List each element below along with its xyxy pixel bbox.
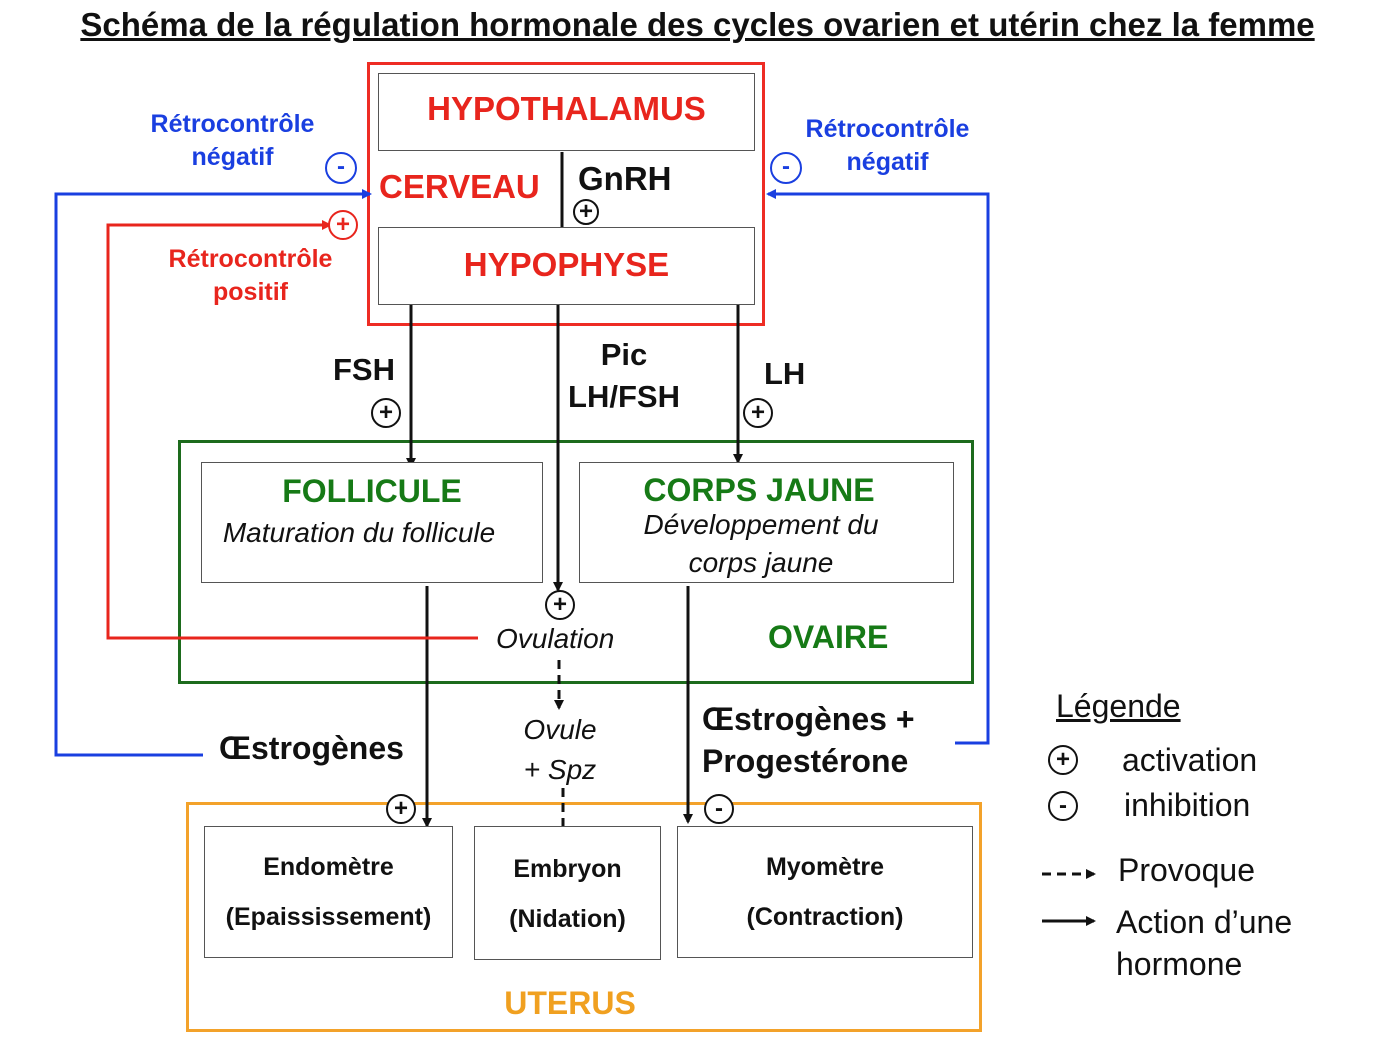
embryon-box [474, 826, 661, 960]
gnrh-plus-sign: + [573, 199, 599, 225]
legend-provoque: Provoque [1118, 852, 1255, 888]
uterus-frame [186, 802, 982, 1032]
fsh-label: FSH [333, 352, 395, 387]
follicule-box [201, 462, 543, 583]
hypothalamus-label: HYPOTHALAMUS [427, 90, 706, 127]
cerveau-label: CERVEAU [379, 168, 540, 205]
positive-feedback-line [106, 220, 478, 640]
hypothalamus-box [378, 73, 755, 151]
negative-feedback-left-label: Rétrocontrôle négatif [150, 110, 315, 171]
negative-feedback-left-minus-sign: - [325, 152, 357, 184]
fsh-plus-sign: + [371, 398, 401, 428]
positive-feedback-plus-sign: + [328, 210, 358, 240]
positive-feedback-label: Rétrocontrôle positif [168, 245, 333, 306]
negative-feedback-right-minus-sign: - [770, 152, 802, 184]
legend-inhibition: inhibition [1124, 787, 1251, 823]
oestrogenes-progesterone-label: Œstrogènes + Progestérone [702, 701, 915, 779]
endometre-box [204, 826, 453, 958]
legend-plus-icon: + [1048, 745, 1078, 775]
diagram-title: Schéma de la régulation hormonale des cy… [80, 6, 1315, 43]
endometre-plus-sign: + [386, 794, 416, 824]
negative-feedback-right-line [766, 189, 990, 745]
legend-title: Légende [1056, 688, 1181, 724]
ovulation-plus-sign: + [545, 590, 575, 620]
ovulation-label: Ovulation [494, 623, 617, 655]
ovaire-frame [178, 440, 974, 684]
endometre-label: Endomètre (Epaississement) [225, 853, 432, 931]
gnrh-label: GnRH [578, 160, 672, 197]
negative-feedback-left-line [54, 189, 372, 757]
lh-label: LH [764, 356, 806, 391]
ovaire-label: OVAIRE [768, 619, 889, 655]
follicule-description: Maturation du follicule [222, 517, 496, 548]
hypophyse-box [378, 227, 755, 305]
myometre-label: Myomètre (Contraction) [746, 853, 904, 931]
ovule-spz-label: Ovule + Spz [523, 714, 597, 785]
corps-jaune-title: CORPS JAUNE [643, 472, 875, 508]
myometre-box [677, 826, 973, 958]
pic-lh-fsh-label: Pic LH/FSH [568, 337, 680, 414]
legend-minus-icon: - [1048, 791, 1078, 821]
embryon-label: Embryon (Nidation) [509, 855, 626, 933]
hypophyse-label: HYPOPHYSE [463, 246, 670, 283]
legend-action-hormone: Action d’une hormone [1116, 904, 1293, 982]
uterus-label: UTERUS [504, 985, 636, 1021]
follicule-title: FOLLICULE [282, 473, 462, 509]
negative-feedback-right-label: Rétrocontrôle négatif [805, 115, 970, 176]
legend-activation: activation [1122, 742, 1258, 778]
corps-jaune-box [579, 462, 954, 583]
lh-plus-sign: + [743, 398, 773, 428]
oestrogenes-label: Œstrogènes [217, 730, 406, 767]
corps-jaune-description: Développement du corps jaune [643, 509, 879, 578]
myometre-minus-sign: - [704, 794, 734, 824]
